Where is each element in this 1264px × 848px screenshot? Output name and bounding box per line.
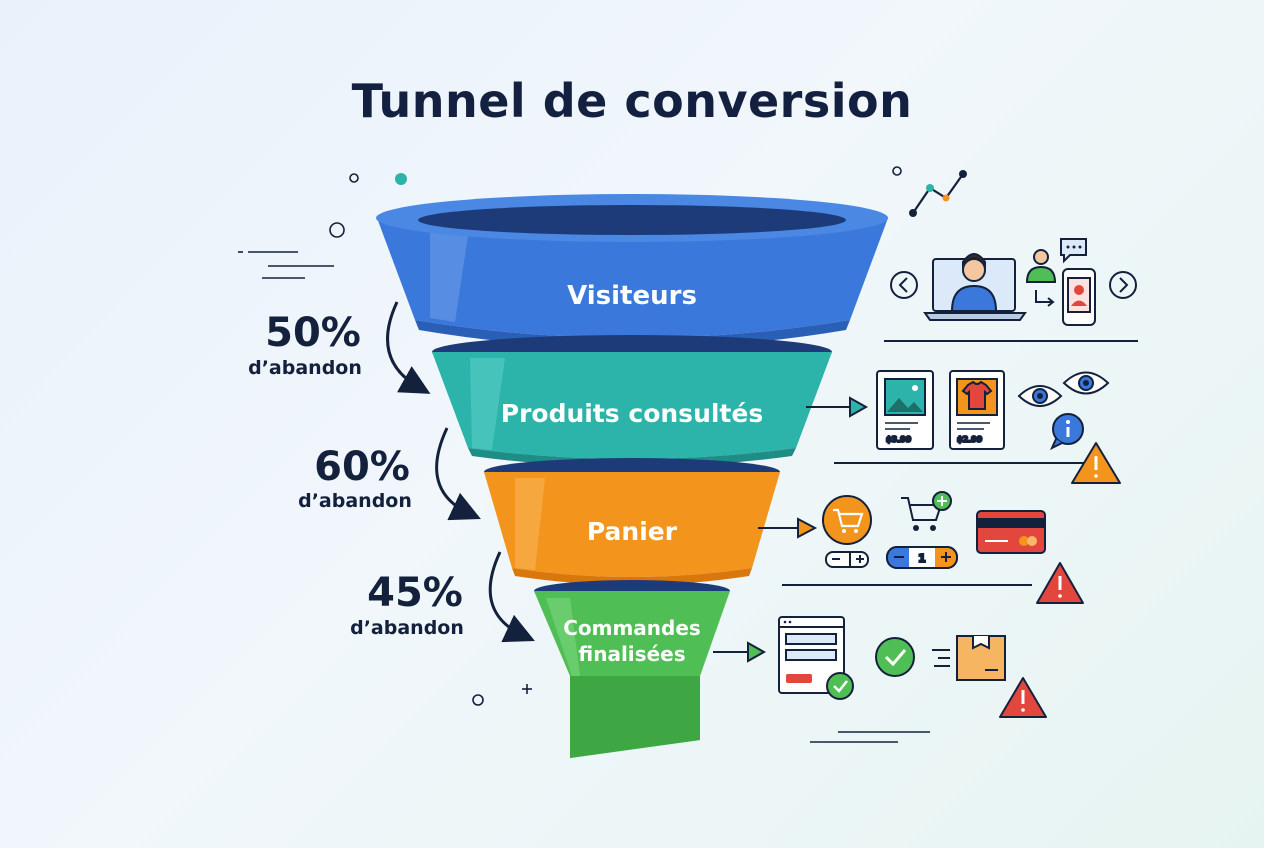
decorations [238, 166, 930, 743]
package-icon [932, 635, 1006, 681]
info-icon [1049, 413, 1084, 451]
arrow-icon [747, 641, 767, 663]
image-card-icon [876, 370, 934, 450]
eye-icon-2 [1062, 371, 1110, 395]
arrow-icon [797, 517, 818, 539]
dropoff-1: 50% d’abandon [248, 301, 431, 394]
chevron-right-icon [1109, 271, 1137, 299]
cart-icon [822, 495, 872, 545]
funnel-stage-cart: Panier [484, 458, 780, 585]
stage-label-visitors: Visiteurs [567, 281, 697, 311]
tshirt-card-icon [949, 370, 1005, 450]
warning-icon [1036, 562, 1084, 604]
visitors-illustration [884, 170, 1138, 342]
cart-quantity: 1 [918, 552, 926, 565]
check-circle-icon [875, 637, 915, 677]
stage-label-products: Produits consultés [501, 399, 763, 428]
chat-bubble-icon [1060, 238, 1087, 264]
stage-label-cart: Panier [587, 517, 678, 546]
laptop-user-icon [923, 253, 1027, 321]
dropoff-2-arrow [435, 427, 481, 521]
user-icon [1025, 249, 1057, 283]
dropoff-3-percent: 45% [367, 570, 463, 616]
price-1: $3.99 [886, 435, 912, 444]
order-form-icon [778, 616, 854, 700]
phone-user-icon [1062, 268, 1096, 326]
dropoff-3-arrow [488, 551, 535, 643]
dropoff-2-text: d’abandon [298, 490, 412, 512]
products-illustration: $3.99 $2.99 [806, 370, 1121, 484]
add-to-cart-icon [901, 491, 952, 531]
dropoff-2-percent: 60% [314, 444, 410, 490]
price-2: $2.99 [957, 435, 983, 444]
dropoff-3: 45% d’abandon [350, 551, 535, 643]
page-title: Tunnel de conversion [351, 74, 913, 128]
eye-icon [1017, 385, 1063, 407]
funnel-stage-products: Produits consultés [432, 335, 832, 467]
dropoff-1-arrow [386, 301, 431, 394]
quantity-stepper-small [825, 551, 869, 568]
funnel-stage-orders: Commandes finalisées [534, 580, 730, 758]
dropoff-1-text: d’abandon [248, 357, 362, 379]
stage-label-orders-line2: finalisées [578, 642, 685, 666]
warning-icon [999, 677, 1047, 718]
dropoff-2: 60% d’abandon [298, 427, 481, 521]
arrow-icon [849, 396, 869, 418]
credit-card-icon [976, 510, 1046, 554]
funnel-stage-visitors: Visiteurs [376, 194, 888, 348]
warning-icon [1071, 442, 1121, 484]
orders-illustration [713, 616, 1047, 718]
cart-illustration: 1 [758, 491, 1084, 604]
stage-label-orders-line1: Commandes [563, 616, 701, 640]
quantity-stepper [886, 546, 958, 569]
dropoff-1-percent: 50% [265, 310, 361, 356]
dropoff-3-text: d’abandon [350, 617, 464, 639]
chevron-left-icon [890, 271, 918, 299]
